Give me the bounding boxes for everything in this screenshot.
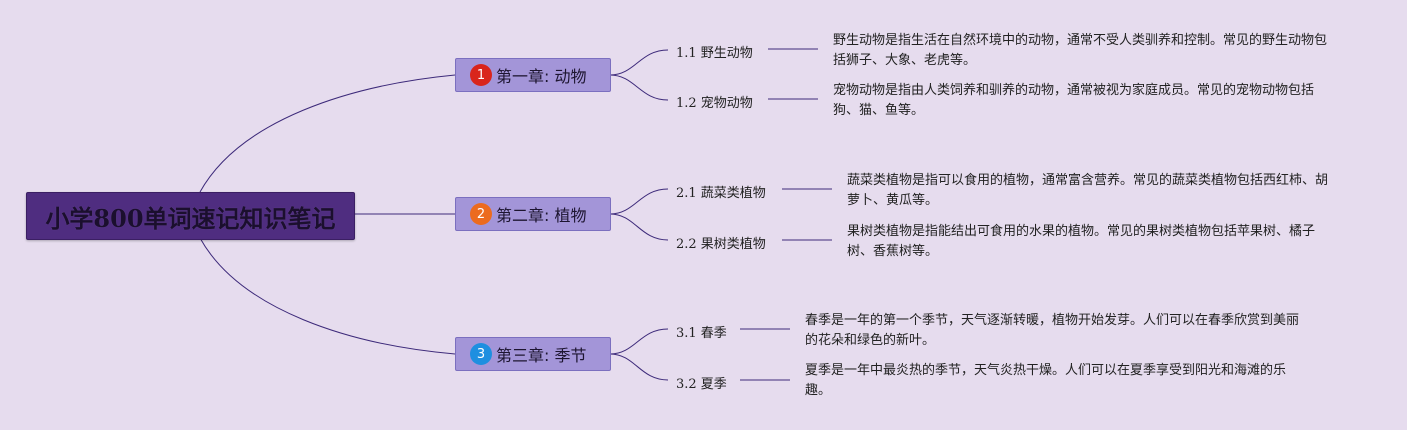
connector-ch3-sub2	[609, 353, 669, 381]
connector-ch3-sub1	[609, 328, 669, 355]
description-2-1: 蔬菜类植物是指可以食用的植物，通常富含营养。常见的蔬菜类植物包括西红柿、胡萝卜、…	[847, 173, 1329, 208]
connector-ch1-sub1	[609, 49, 669, 76]
root-title: 小学800单词速记知识笔记	[45, 203, 336, 233]
description-3-1: 春季是一年的第一个季节，天气逐渐转暖，植物开始发芽。人们可以在春季欣赏到美丽的花…	[805, 313, 1300, 348]
description-1-1: 野生动物是指生活在自然环境中的动物，通常不受人类驯养和控制。常见的野生动物包括狮…	[833, 33, 1328, 68]
subtopic-3-2[interactable]: 3.2 夏季	[676, 377, 727, 392]
connector-ch2-sub2	[609, 213, 669, 241]
chapter-1-node[interactable]: 1 第一章: 动物	[455, 58, 611, 92]
number-badge-icon: 1	[470, 64, 492, 86]
connector-root-ch1	[199, 74, 456, 193]
number-badge-icon: 2	[470, 203, 492, 225]
chapter-2-label: 第二章: 植物	[496, 206, 587, 225]
description-2-2: 果树类植物是指能结出可食用的水果的植物。常见的果树类植物包括苹果树、橘子树、香蕉…	[847, 224, 1316, 259]
connector-root-ch3	[199, 237, 456, 355]
number-badge-icon: 3	[470, 343, 492, 365]
description-1-2: 宠物动物是指由人类饲养和驯养的动物，通常被视为家庭成员。常见的宠物动物包括狗、猫…	[833, 83, 1315, 118]
subtopic-2-1[interactable]: 2.1 蔬菜类植物	[676, 186, 766, 201]
subtopic-1-2[interactable]: 1.2 宠物动物	[676, 96, 753, 111]
subtopic-2-2[interactable]: 2.2 果树类植物	[676, 237, 766, 252]
connector-ch1-sub2	[609, 74, 669, 101]
root-topic[interactable]: 小学800单词速记知识笔记	[26, 192, 355, 240]
chapter-3-label: 第三章: 季节	[496, 346, 587, 365]
chapter-1-label: 第一章: 动物	[496, 67, 587, 86]
chapter-2-node[interactable]: 2 第二章: 植物	[455, 197, 611, 231]
subtopic-1-1[interactable]: 1.1 野生动物	[676, 46, 753, 61]
description-3-2: 夏季是一年中最炎热的季节，天气炎热干燥。人们可以在夏季享受到阳光和海滩的乐趣。	[805, 363, 1287, 398]
connector-ch2-sub1	[609, 188, 669, 215]
subtopic-3-1[interactable]: 3.1 春季	[676, 326, 727, 341]
chapter-3-node[interactable]: 3 第三章: 季节	[455, 337, 611, 371]
